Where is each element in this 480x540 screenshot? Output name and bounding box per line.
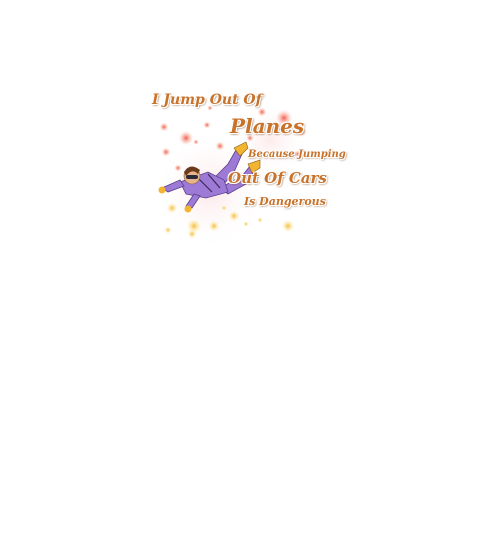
slogan-line-3: Because Jumping (248, 149, 346, 160)
slogan-line-1: I Jump Out Of (152, 92, 262, 108)
red-sparkles (159, 105, 307, 172)
skydiver-figure (158, 141, 261, 213)
slogan-line-4: Out Of Cars (228, 169, 327, 187)
skydiver-illustration (155, 100, 310, 250)
slogan-line-5: Is Dangerous (244, 195, 326, 208)
slogan-line-2: Planes (230, 114, 305, 138)
shirt-design-artwork: I Jump Out Of Planes Because Jumping Out… (150, 80, 346, 268)
gold-sparkles (164, 172, 295, 239)
